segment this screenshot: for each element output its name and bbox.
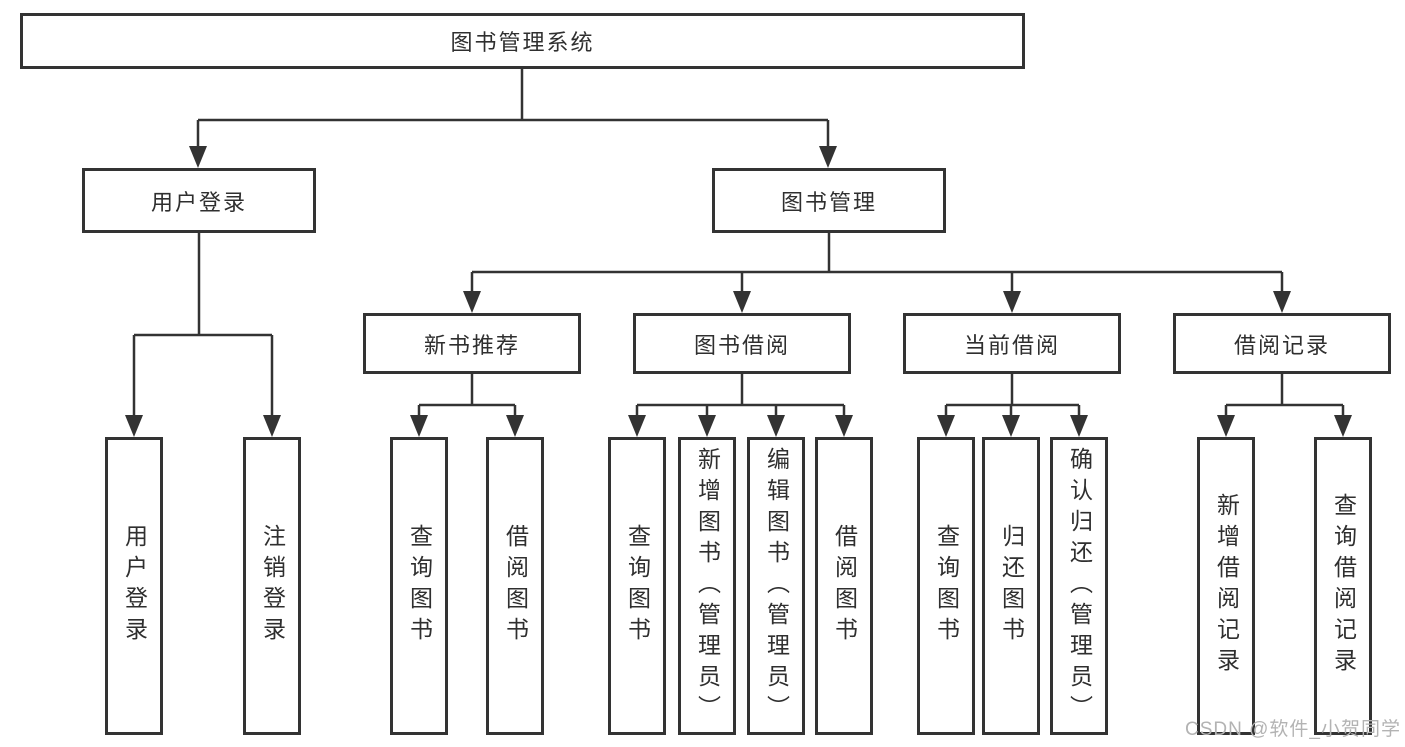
- node-root-system: 图书管理系统: [20, 13, 1025, 69]
- leaf-user-login: 用户登录: [105, 437, 163, 735]
- node-borrowing-records: 借阅记录: [1173, 313, 1391, 374]
- connector-root-to-level2: [189, 69, 837, 168]
- arrowhead: [628, 415, 646, 437]
- connector-new-books-children: [410, 374, 524, 437]
- arrowhead: [767, 415, 785, 437]
- node-user-login-module: 用户登录: [82, 168, 316, 233]
- arrowhead: [410, 415, 428, 437]
- arrowhead: [937, 415, 955, 437]
- leaf-add-books-admin: 新增图书（管理员）: [678, 437, 736, 735]
- leaf-confirm-return-admin: 确认归还（管理员）: [1050, 437, 1108, 735]
- arrowhead: [1217, 415, 1235, 437]
- node-current-borrowing: 当前借阅: [903, 313, 1121, 374]
- csdn-watermark: CSDN @软件_小贺同学: [1185, 719, 1401, 740]
- arrowhead: [835, 415, 853, 437]
- arrowhead: [506, 415, 524, 437]
- node-book-management-module: 图书管理: [712, 168, 946, 233]
- leaf-query-books-current: 查询图书: [917, 437, 975, 735]
- arrowhead: [1273, 291, 1291, 313]
- arrowhead: [733, 291, 751, 313]
- connector-user-login-children: [125, 233, 281, 437]
- arrowhead: [1002, 415, 1020, 437]
- leaf-return-books: 归还图书: [982, 437, 1040, 735]
- connector-book-borrow-children: [628, 374, 853, 437]
- arrowhead: [263, 415, 281, 437]
- arrowhead: [125, 415, 143, 437]
- node-new-book-recommend: 新书推荐: [363, 313, 581, 374]
- connector-current-borrow-children: [937, 374, 1088, 437]
- arrowhead: [1003, 291, 1021, 313]
- leaf-borrow-books-recommend: 借阅图书: [486, 437, 544, 735]
- arrowhead: [1070, 415, 1088, 437]
- arrowhead: [1334, 415, 1352, 437]
- arrowhead: [463, 291, 481, 313]
- leaf-query-books-borrowing: 查询图书: [608, 437, 666, 735]
- leaf-borrow-books: 借阅图书: [815, 437, 873, 735]
- node-book-borrowing: 图书借阅: [633, 313, 851, 374]
- leaf-edit-books-admin: 编辑图书（管理员）: [747, 437, 805, 735]
- arrowhead: [189, 146, 207, 168]
- connector-borrow-records-children: [1217, 374, 1352, 437]
- arrowhead: [698, 415, 716, 437]
- leaf-logout: 注销登录: [243, 437, 301, 735]
- arrowhead: [819, 146, 837, 168]
- connector-book-mgmt-to-level3: [463, 233, 1291, 313]
- leaf-query-books-recommend: 查询图书: [390, 437, 448, 735]
- leaf-add-borrow-record: 新增借阅记录: [1197, 437, 1255, 735]
- leaf-query-borrow-record: 查询借阅记录: [1314, 437, 1372, 735]
